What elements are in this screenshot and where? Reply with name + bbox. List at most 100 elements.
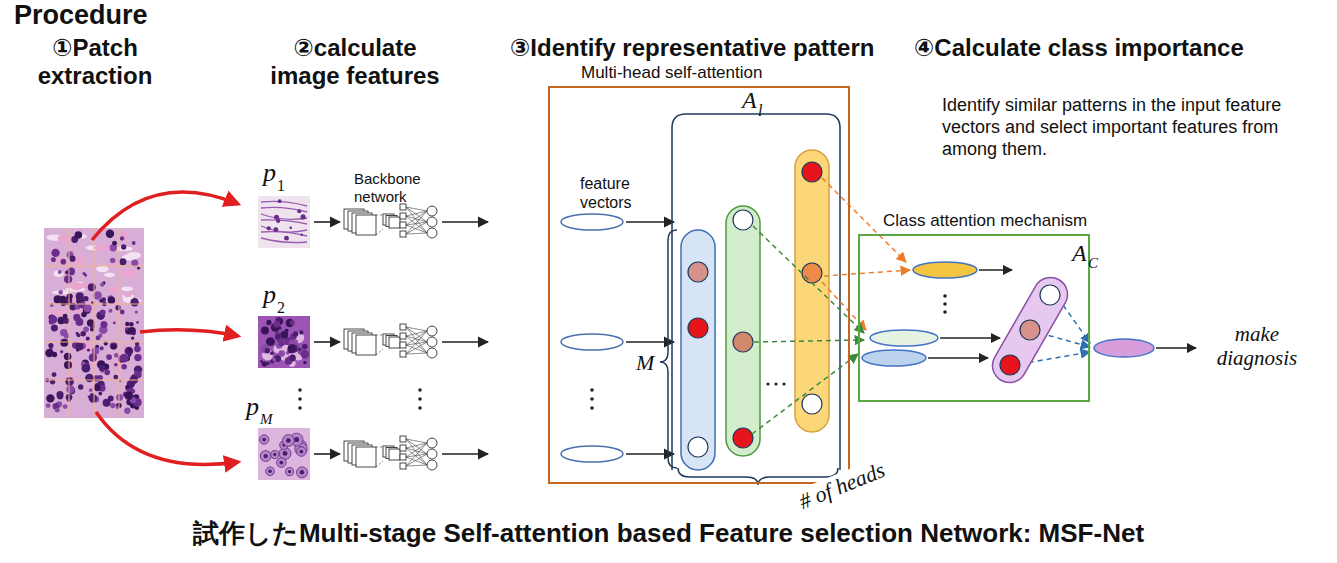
texture — [106, 230, 114, 238]
matrix-symbol-wrap: A — [742, 87, 757, 114]
selection-arrow — [753, 226, 864, 333]
texture — [406, 331, 427, 354]
texture — [61, 259, 67, 265]
patch-image — [258, 196, 310, 248]
texture — [135, 310, 138, 313]
step-heading: ③Identify representative pattern — [510, 34, 874, 62]
matrix-subscript: C — [1088, 255, 1098, 272]
patch-image — [258, 428, 310, 480]
texture — [278, 350, 284, 356]
texture — [281, 331, 289, 339]
attention-dot — [1020, 320, 1040, 340]
flow-arrow — [979, 269, 1012, 271]
texture — [119, 258, 126, 265]
ellipsis-dot — [782, 382, 785, 385]
step-heading-wrap: ④Calculate class importance — [914, 34, 1244, 62]
texture — [285, 468, 293, 476]
diagram-caption: 試作したMulti-stage Self-attention based Fea… — [193, 516, 1144, 551]
selection-arrow — [824, 270, 910, 276]
texture — [66, 385, 74, 393]
texture — [110, 258, 116, 264]
histology-image — [44, 228, 144, 418]
texture — [63, 314, 68, 319]
texture — [400, 222, 406, 228]
extraction-arrow — [140, 330, 238, 336]
texture — [266, 320, 271, 325]
texture — [376, 229, 383, 235]
selection-arrow — [752, 178, 1090, 434]
texture — [120, 354, 129, 363]
texture — [64, 353, 72, 361]
texture — [76, 332, 79, 335]
ellipsis-dot — [418, 406, 422, 410]
texture — [400, 463, 406, 469]
patch-symbol-wrap: p — [246, 392, 259, 422]
count-symbol: M — [636, 350, 654, 376]
patch-subscript-wrap: 2 — [277, 299, 285, 317]
texture — [124, 408, 130, 414]
network-label-wrap: Backbone network — [354, 170, 444, 206]
patch-subscript: 1 — [277, 177, 285, 195]
patch-symbol: p — [263, 280, 276, 310]
texture — [406, 457, 427, 465]
texture — [123, 270, 135, 278]
texture — [303, 361, 306, 364]
texture — [406, 225, 427, 233]
texture — [58, 290, 62, 294]
texture — [301, 214, 306, 219]
texture — [406, 331, 427, 336]
extraction-arrow — [92, 192, 238, 240]
texture — [286, 319, 294, 327]
class-attention-box: Class attention mechanism — [858, 234, 1090, 402]
texture — [52, 372, 57, 377]
node-heading: Multi-head self-attention — [578, 63, 765, 83]
texture — [65, 377, 74, 386]
selected-feature — [870, 330, 938, 346]
texture — [406, 454, 427, 466]
texture — [85, 374, 93, 382]
node-heading-wrap: Multi-head self-attention — [578, 63, 765, 83]
texture — [64, 361, 72, 369]
texture — [275, 334, 280, 339]
feature-vector — [561, 446, 623, 462]
texture — [125, 347, 134, 356]
step-heading: ①Patch extraction — [10, 34, 180, 90]
texture — [132, 331, 136, 335]
texture — [51, 249, 59, 257]
feature-label-wrap: feature vectors — [580, 174, 650, 212]
patch-image — [258, 428, 310, 480]
texture — [288, 470, 291, 473]
texture — [406, 207, 427, 233]
texture — [262, 438, 266, 442]
texture — [71, 371, 77, 378]
extraction-arrow — [92, 192, 238, 465]
texture — [266, 337, 275, 346]
output-label-wrap: make diagnosis — [1202, 322, 1312, 370]
attention-dot — [1000, 355, 1020, 375]
texture — [131, 337, 134, 340]
step-heading-wrap: ①Patch extraction — [10, 34, 180, 90]
texture — [265, 348, 270, 353]
patch-image — [258, 316, 310, 368]
texture — [60, 339, 68, 347]
patch-symbol: p — [263, 158, 276, 188]
texture — [261, 238, 307, 243]
texture — [96, 336, 101, 341]
texture — [111, 344, 117, 350]
texture — [110, 342, 118, 350]
matrix-symbol-wrap: A — [1072, 240, 1087, 267]
patch-grid — [119, 228, 120, 418]
texture — [294, 339, 299, 344]
texture — [104, 272, 115, 277]
texture — [54, 295, 62, 303]
texture — [121, 286, 133, 291]
texture — [260, 360, 263, 363]
feature-vector — [561, 214, 623, 462]
texture — [288, 344, 295, 351]
feature-vector — [561, 334, 623, 350]
flow-arrow — [626, 453, 674, 455]
texture — [376, 215, 383, 216]
texture — [266, 467, 275, 476]
texture — [400, 213, 406, 219]
texture — [356, 335, 376, 355]
